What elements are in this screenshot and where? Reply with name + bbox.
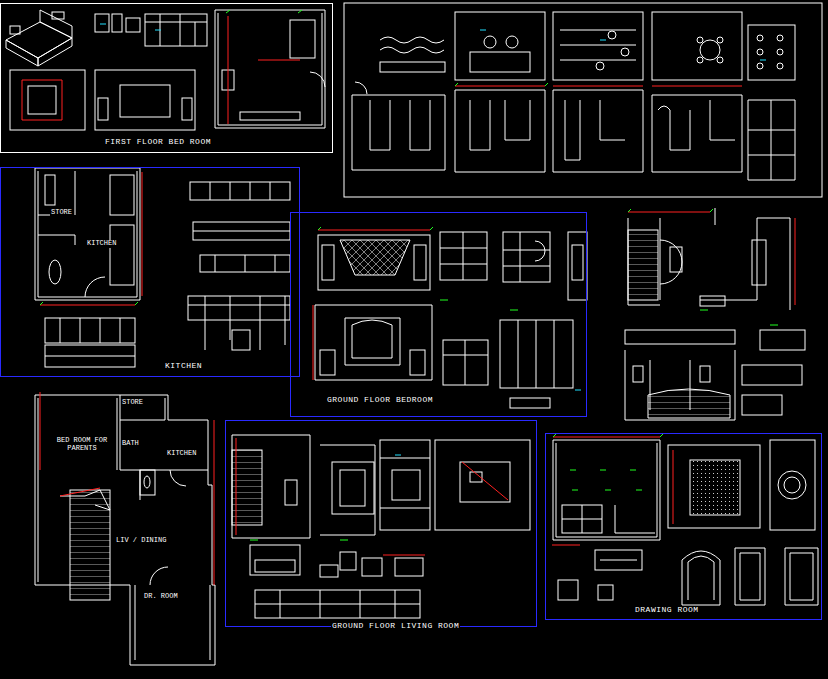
room-label: STORE xyxy=(121,399,144,407)
room-label: LIV / DINING xyxy=(115,537,167,545)
dimension-ticks xyxy=(40,10,778,540)
room-label: DR. ROOM xyxy=(143,593,179,601)
furniture-linework xyxy=(6,10,818,665)
annotation-marks xyxy=(100,24,766,455)
panel-title: GROUND FLOOR BEDROOM xyxy=(326,396,434,405)
panel-title: KITCHEN xyxy=(164,362,203,371)
room-label: STORE xyxy=(50,209,73,217)
dimension-lines xyxy=(22,16,795,585)
room-label: BATH xyxy=(121,440,140,448)
drawing-panel: GROUND FLOOR BEDROOM xyxy=(290,212,587,417)
panel-title: DRAWING ROOM xyxy=(634,606,700,615)
panel-title: FIRST FLOOR BED ROOM xyxy=(104,138,212,147)
drawing-panel: GROUND FLOOR LIVING ROOM xyxy=(225,420,537,627)
sheet-frame xyxy=(344,3,822,197)
panel-title: GROUND FLOOR LIVING ROOM xyxy=(331,622,460,631)
room-label: BED ROOM FOR PARENTS xyxy=(55,437,109,452)
drawing-panel: DRAWING ROOM xyxy=(545,433,822,620)
drawing-panel: FIRST FLOOR BED ROOM xyxy=(0,3,333,153)
room-label: KITCHEN xyxy=(166,450,197,458)
drawing-panel: KITCHEN xyxy=(0,167,300,377)
room-label: KITCHEN xyxy=(86,240,117,248)
